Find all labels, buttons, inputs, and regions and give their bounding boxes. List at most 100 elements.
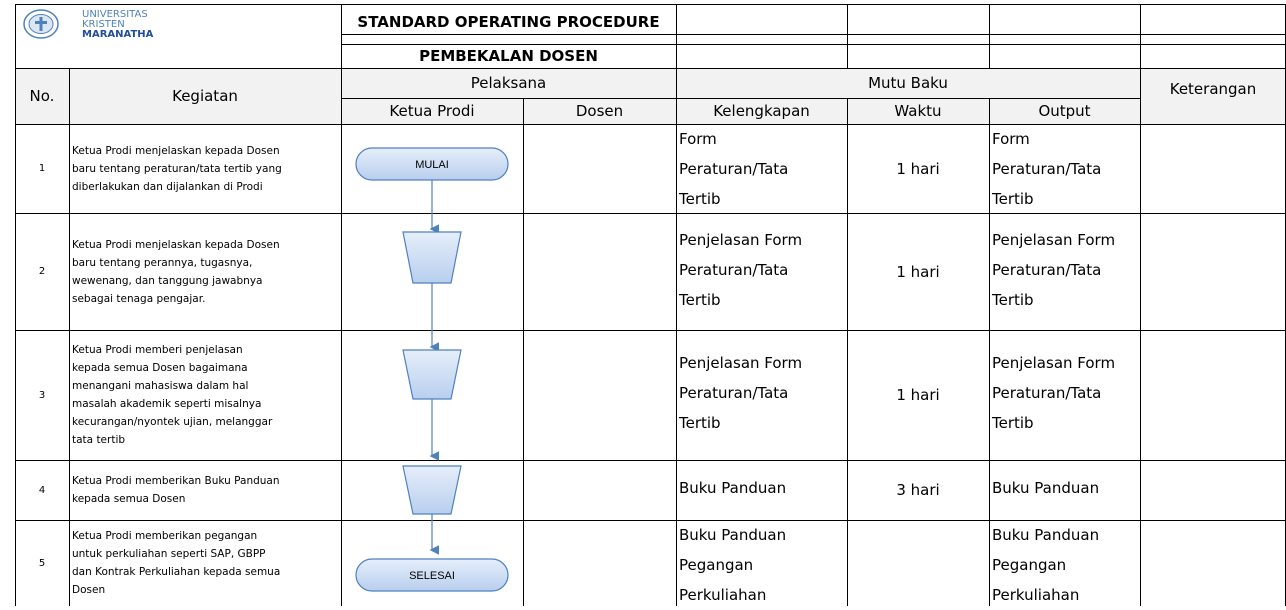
row-output-line: Buku Panduan xyxy=(992,526,1100,544)
kegiatan-line: untuk perkuliahan seperti SAP, GBPP xyxy=(72,548,266,560)
row-number: 4 xyxy=(38,484,46,496)
row-output-line: Peraturan/Tata xyxy=(992,160,1102,178)
row-output-line: Perkuliahan xyxy=(992,586,1080,604)
flow-start-label: MULAI xyxy=(415,159,449,171)
logo-text-universitas: UNIVERSITAS xyxy=(82,9,148,20)
grid-vertical-line xyxy=(1140,4,1141,68)
logo-text-kristen: KRISTEN xyxy=(82,19,125,30)
grid-horizontal-line xyxy=(15,4,1286,5)
university-seal-icon xyxy=(23,9,59,39)
row-output-line: Penjelasan Form xyxy=(992,230,1116,249)
row-kelengkapan-line: Peraturan/Tata xyxy=(679,384,789,402)
grid-horizontal-line xyxy=(341,44,1286,45)
grid-vertical-line xyxy=(676,68,677,606)
row-kelengkapan-line: Tertib xyxy=(679,190,721,208)
row-waktu: 1 hari xyxy=(896,159,940,178)
grid-vertical-line xyxy=(847,98,848,606)
header-dosen: Dosen xyxy=(575,102,624,120)
kegiatan-line: dan Kontrak Perkuliahan kepada semua xyxy=(72,566,281,578)
grid-horizontal-line xyxy=(341,34,1286,35)
grid-vertical-line xyxy=(15,4,16,606)
row-kelengkapan-line: Penjelasan Form xyxy=(679,230,803,249)
row-number: 3 xyxy=(38,389,46,401)
row-number: 2 xyxy=(38,266,46,277)
grid-vertical-line xyxy=(989,98,990,606)
kegiatan-line: kecurangan/nyontek ujian, melanggar xyxy=(72,416,273,428)
row-waktu: 1 hari xyxy=(896,262,940,281)
grid-vertical-line xyxy=(69,68,70,606)
row-output: Buku Panduan xyxy=(989,460,1140,520)
kegiatan-line: baru tentang perannya, tugasnya, xyxy=(72,256,253,269)
grid-horizontal-line xyxy=(341,98,1140,99)
grid-horizontal-line xyxy=(15,520,1286,521)
kegiatan-line: Ketua Prodi menjelaskan kepada Dosen xyxy=(72,144,280,157)
grid-vertical-line xyxy=(847,4,848,68)
process-step-shape xyxy=(402,231,462,284)
grid-vertical-line xyxy=(523,98,524,606)
kegiatan-line: sebagai tenaga pengajar. xyxy=(72,292,206,305)
kegiatan-line: menangani mahasiswa dalam hal xyxy=(72,380,249,392)
row-output-line: Peraturan/Tata xyxy=(992,260,1102,279)
row-waktu: 1 hari xyxy=(896,386,940,404)
process-step-shape xyxy=(402,465,462,515)
kegiatan-line: Dosen xyxy=(72,584,106,596)
row-kelengkapan-line: Peraturan/Tata xyxy=(679,260,789,279)
grid-vertical-line xyxy=(341,4,342,68)
row-output-line: Tertib xyxy=(992,290,1034,309)
header-kelengkapan: Kelengkapan xyxy=(713,102,810,120)
sop-subtitle: PEMBEKALAN DOSEN xyxy=(419,47,598,65)
grid-horizontal-line xyxy=(15,330,1286,331)
row-kelengkapan-line: Peraturan/Tata xyxy=(679,160,789,178)
row-output-line: Pegangan xyxy=(992,556,1067,574)
row-output-line: Form xyxy=(992,130,1030,148)
row-kelengkapan: Buku Panduan xyxy=(676,460,847,520)
logo-text-maranatha: MARANATHA xyxy=(82,29,154,40)
sop-title: STANDARD OPERATING PROCEDURE xyxy=(357,13,660,31)
flow-end-label: SELESAI xyxy=(409,570,455,582)
row-output-line: Buku Panduan xyxy=(992,479,1100,497)
kegiatan-line: Ketua Prodi memberi penjelasan xyxy=(72,344,243,356)
row-kelengkapan-line: Buku Panduan xyxy=(679,526,787,544)
row-waktu: 3 hari xyxy=(896,481,940,499)
row-kelengkapan-text: Buku Panduan xyxy=(679,473,847,503)
row-kelengkapan-line: Perkuliahan xyxy=(679,586,767,604)
grid-horizontal-line xyxy=(15,124,1286,125)
kegiatan-line: tata tertib xyxy=(72,434,126,446)
row-output-line: Penjelasan Form xyxy=(992,354,1116,372)
kegiatan-line: diberlakukan dan dijalankan di Prodi xyxy=(72,180,263,193)
kegiatan-line: wewenang, dan tanggung jawabnya xyxy=(72,274,263,287)
row-kelengkapan-line: Pegangan xyxy=(679,556,754,574)
header-waktu: Waktu xyxy=(894,102,942,120)
kegiatan-line: kepada semua Dosen xyxy=(72,493,186,505)
row-number: 5 xyxy=(38,557,46,569)
header-keterangan: Keterangan xyxy=(1169,80,1257,98)
grid-vertical-line xyxy=(1140,68,1141,606)
row-kelengkapan-line: Tertib xyxy=(679,290,721,309)
header-background xyxy=(15,68,1286,124)
flow-end-shape xyxy=(355,558,509,592)
